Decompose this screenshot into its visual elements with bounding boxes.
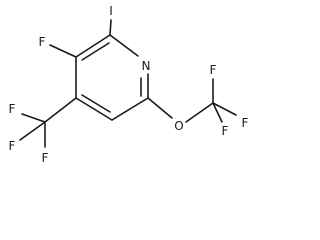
atom-fluorine-ring: F: [39, 35, 46, 49]
atom-nitrogen: N: [142, 59, 151, 73]
atom-ether-oxygen: O: [174, 119, 183, 133]
atom-iodine: I: [109, 4, 113, 18]
atom-cf3-fluorine-left: F: [9, 102, 16, 116]
bond-c6-c5: [111, 97, 149, 121]
atom-ocf3-fluorine-bottom: F: [222, 124, 229, 138]
bond-c5-c4: [75, 97, 113, 121]
atom-cf3-fluorine-bottom-left: F: [9, 139, 16, 153]
atom-ocf3-fluorine-top: F: [210, 63, 217, 77]
molecule-drawing: I F N O F F F F F F: [9, 4, 249, 165]
bond-cf3-f-left: [21, 113, 46, 123]
atom-ocf3-fluorine-right: F: [242, 116, 249, 130]
bond-c5-c4-inner: [81, 94, 111, 113]
bond-c4-cf3: [44, 97, 77, 123]
bond-c3-f: [49, 44, 77, 58]
bond-c2-n: [109, 34, 139, 57]
bond-c3-c2-inner: [81, 42, 110, 61]
bond-cf3-f-bottom-left: [19, 121, 46, 141]
bond-ocf3-f-bottom: [212, 102, 223, 123]
bond-o-cf3: [185, 102, 214, 123]
bond-c6-o: [147, 97, 173, 119]
bond-c2-i: [109, 19, 112, 36]
bond-ocf3-f-right: [212, 102, 237, 116]
atom-cf3-fluorine-bottom: F: [42, 151, 49, 165]
structure-diagram: I F N O F F F F F F: [9, 4, 249, 165]
bond-c3-c2: [75, 34, 111, 58]
